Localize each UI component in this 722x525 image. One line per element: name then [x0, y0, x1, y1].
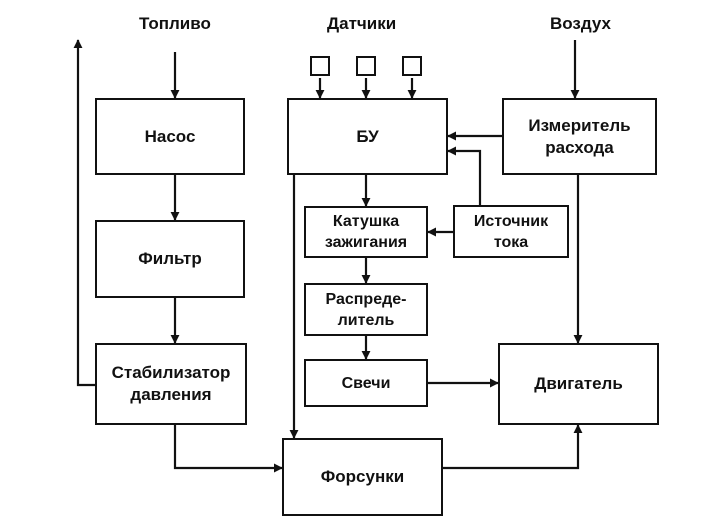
- sensor-box-3: [402, 56, 422, 76]
- block-current-source-label-1: Источник: [473, 212, 549, 230]
- block-flow-meter: Измеритель расхода: [502, 98, 657, 175]
- arrow-injectors-to-engine: [443, 424, 583, 470]
- block-ignition-coil-label-1: Катушка: [332, 213, 400, 230]
- block-flow-meter-label-2: расхода: [545, 137, 614, 157]
- sensor-box-1: [310, 56, 330, 76]
- block-current-source: Источник тока: [453, 205, 569, 258]
- block-injectors: Форсунки: [282, 438, 443, 516]
- block-engine: Двигатель: [498, 343, 659, 425]
- label-air: Воздух: [550, 14, 612, 33]
- block-distributor-label-1: Распреде-: [325, 290, 407, 308]
- label-sensors: Датчики: [327, 14, 397, 33]
- block-current-source-label-2: тока: [493, 233, 529, 251]
- block-distributor: Распреде- литель: [304, 283, 428, 336]
- arrow-fuel-return: [73, 39, 95, 387]
- block-filter-label-1: Фильтр: [138, 249, 202, 268]
- block-pump-label-1: Насос: [144, 126, 196, 146]
- sensor-box-2: [356, 56, 376, 76]
- arrow-source-to-bu: [447, 146, 482, 205]
- block-control-unit: БУ: [287, 98, 448, 175]
- block-stabilizer-label-1: Стабилизатор: [111, 363, 231, 382]
- block-spark-plugs-label-1: Свечи: [341, 374, 391, 392]
- block-spark-plugs: Свечи: [304, 359, 428, 407]
- block-filter: Фильтр: [95, 220, 245, 298]
- block-ignition-coil-label-2: зажигания: [324, 234, 408, 251]
- label-fuel: Топливо: [139, 14, 211, 33]
- block-stabilizer-label-2: давления: [130, 385, 212, 404]
- block-engine-label-1: Двигатель: [534, 374, 623, 393]
- block-control-unit-label-1: БУ: [356, 126, 379, 146]
- block-injectors-label-1: Форсунки: [320, 467, 405, 486]
- arrow-stabilizer-to-injectors: [173, 425, 283, 473]
- block-ignition-coil: Катушка зажигания: [304, 206, 428, 258]
- block-pump: Насос: [95, 98, 245, 175]
- block-distributor-label-2: литель: [337, 311, 395, 329]
- block-flow-meter-label-1: Измеритель: [528, 115, 631, 135]
- block-pressure-stabilizer: Стабилизатор давления: [95, 343, 247, 425]
